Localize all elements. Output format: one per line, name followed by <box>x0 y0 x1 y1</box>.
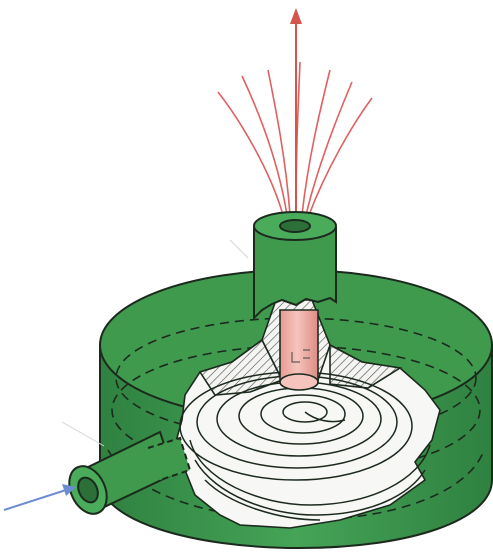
inner-vortex-finder-tube <box>280 310 318 390</box>
inlet-arrow <box>4 484 76 510</box>
exhaust-arrow <box>290 8 302 215</box>
